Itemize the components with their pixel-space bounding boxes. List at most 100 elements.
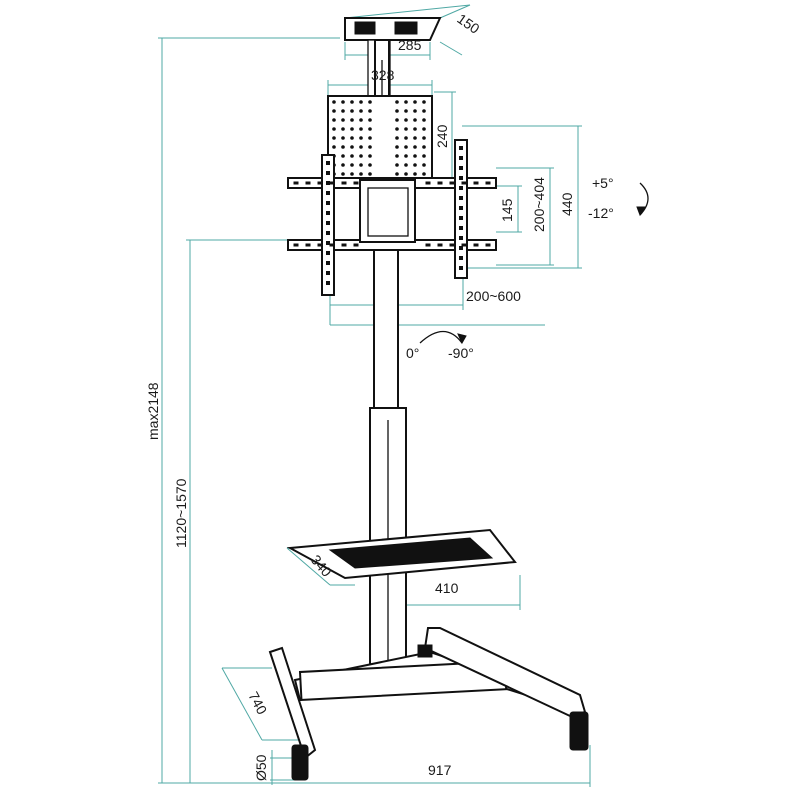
arm-slot [341, 243, 347, 247]
rotation-arrow [419, 330, 467, 345]
arm-slot [326, 281, 330, 285]
arm-slot [459, 176, 463, 180]
plate-hole [395, 100, 399, 104]
plate-hole [404, 118, 408, 122]
bracket-width-label: 200~600 [466, 288, 521, 304]
plate-hole [404, 136, 408, 140]
arm-slot [326, 181, 330, 185]
rotation-start-label: 0° [406, 345, 419, 361]
arm-slot [461, 181, 467, 185]
arm-slot [485, 181, 491, 185]
plate-hole [368, 154, 372, 158]
plate-hole [368, 136, 372, 140]
plate-hole [368, 145, 372, 149]
plate-hole [404, 100, 408, 104]
plate-hole [332, 118, 336, 122]
arm-slot [326, 271, 330, 275]
arm-slot [459, 156, 463, 160]
plate-hole [350, 118, 354, 122]
wheel-diameter-label: Ø50 [253, 754, 269, 781]
bracket-height-label: 440 [559, 192, 575, 216]
plate-hole [422, 136, 426, 140]
arm-slot [326, 231, 330, 235]
plate-hole [368, 100, 372, 104]
plate-hole [341, 127, 345, 131]
arm-slot [326, 171, 330, 175]
plate-hole [359, 127, 363, 131]
plate-hole [404, 109, 408, 113]
plate-hole [422, 109, 426, 113]
arm-slot [459, 226, 463, 230]
plate-hole [368, 118, 372, 122]
arm-slot [437, 181, 443, 185]
plate-hole [341, 154, 345, 158]
plate-hole [413, 145, 417, 149]
plate-hole [413, 109, 417, 113]
arm-slot [459, 166, 463, 170]
plate-hole [332, 127, 336, 131]
plate-hole [395, 127, 399, 131]
plate-hole [413, 136, 417, 140]
arm-slot [293, 181, 299, 185]
arm-slot [425, 181, 431, 185]
plate-hole [413, 163, 417, 167]
arm-slot [326, 201, 330, 205]
plate-hole [359, 145, 363, 149]
mount-bracket [287, 139, 497, 296]
plate-hole [341, 172, 345, 176]
plate-hole [395, 163, 399, 167]
tilt-down-label: -12° [588, 205, 614, 221]
plate-hole [341, 145, 345, 149]
plate-hole [359, 172, 363, 176]
arm-slot [329, 181, 335, 185]
shelf-width-label: 410 [435, 580, 459, 596]
center-height-label: 145 [499, 198, 515, 222]
plate-hole [341, 118, 345, 122]
dimension-lines [158, 4, 591, 787]
arm-slot [459, 266, 463, 270]
arm-slot [459, 196, 463, 200]
arm-slot [459, 236, 463, 240]
plate-hole [359, 154, 363, 158]
plate-hole [368, 172, 372, 176]
arm-slot [326, 191, 330, 195]
plate-hole [368, 109, 372, 113]
arm-slot [317, 181, 323, 185]
plate-hole [413, 127, 417, 131]
plate-hole [332, 100, 336, 104]
base [268, 627, 587, 760]
plate-width-label: 328 [371, 67, 395, 83]
plate-hole [422, 127, 426, 131]
arm-slot [293, 243, 299, 247]
plate-hole [422, 118, 426, 122]
plate-hole [332, 109, 336, 113]
arm-slot [473, 243, 479, 247]
plate-hole [350, 154, 354, 158]
plate-hole [368, 163, 372, 167]
arm-slot [326, 211, 330, 215]
base-width-label: 917 [428, 762, 452, 778]
arm-slot [461, 243, 467, 247]
top-tray [344, 17, 442, 101]
plate-hole [395, 172, 399, 176]
arm-slot [459, 256, 463, 260]
plate-hole [404, 172, 408, 176]
plate-hole [413, 154, 417, 158]
plate-hole [359, 136, 363, 140]
arm-slot [329, 243, 335, 247]
arm-slot [437, 243, 443, 247]
plate-hole [350, 100, 354, 104]
plate-hole [404, 145, 408, 149]
plate-hole [404, 127, 408, 131]
tilt-arrow [636, 182, 649, 217]
plate-hole [395, 136, 399, 140]
arm-slot [326, 251, 330, 255]
max-height-label: max2148 [145, 382, 161, 440]
arm-slot [317, 243, 323, 247]
arm-slot [326, 261, 330, 265]
arm-slot [459, 186, 463, 190]
arm-slot [326, 221, 330, 225]
plate-hole [413, 100, 417, 104]
plate-hole [359, 163, 363, 167]
plate-hole [341, 136, 345, 140]
